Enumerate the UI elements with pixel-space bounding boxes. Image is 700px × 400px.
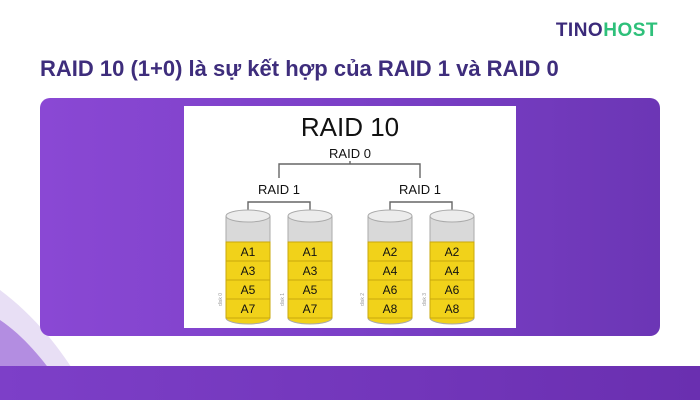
- diagram-title: RAID 10: [301, 112, 399, 142]
- disk-block-label: A3: [303, 264, 318, 278]
- page-title: RAID 10 (1+0) là sự kết hợp của RAID 1 v…: [40, 56, 559, 81]
- disk-top: [429, 209, 475, 223]
- disk-top: [287, 209, 333, 223]
- group-connector: [389, 201, 453, 216]
- disk-block: [429, 298, 475, 319]
- disk-block-label: A6: [383, 283, 398, 297]
- group-connector: [247, 201, 311, 216]
- disk-label: disk 3: [422, 293, 428, 306]
- disk-block-label: A7: [303, 302, 318, 316]
- disk-block: [225, 298, 271, 319]
- bottom-band: [0, 366, 700, 400]
- brand-logo-part2: HOST: [603, 20, 658, 41]
- disk-block-label: A5: [241, 283, 256, 297]
- disk-block-label: A5: [303, 283, 318, 297]
- disk-block-label: A2: [383, 245, 398, 259]
- brand-logo[interactable]: TINO HOST: [556, 20, 658, 42]
- disk-block-label: A6: [445, 283, 460, 297]
- disk-block-label: A8: [445, 302, 460, 316]
- group-raid-label: RAID 1: [399, 182, 441, 197]
- disk-block-label: A2: [445, 245, 460, 259]
- root-raid-label: RAID 0: [329, 146, 371, 161]
- disk-block-label: A1: [241, 245, 256, 259]
- disk-block-label: A7: [241, 302, 256, 316]
- disk-block-label: A1: [303, 245, 318, 259]
- disk-block-label: A4: [383, 264, 398, 278]
- disk-block-label: A8: [383, 302, 398, 316]
- group-raid-label: RAID 1: [258, 182, 300, 197]
- disk-top: [225, 209, 271, 223]
- disk-label: disk 0: [218, 293, 224, 306]
- disk-label: disk 2: [360, 293, 366, 306]
- disk-block: [287, 298, 333, 319]
- disk-block-label: A4: [445, 264, 460, 278]
- disk-label: disk 1: [280, 293, 286, 306]
- disk-top: [367, 209, 413, 223]
- disk-block: [367, 298, 413, 319]
- brand-logo-part1: TINO: [555, 20, 604, 41]
- root-connector: [278, 163, 421, 178]
- disk-block-label: A3: [241, 264, 256, 278]
